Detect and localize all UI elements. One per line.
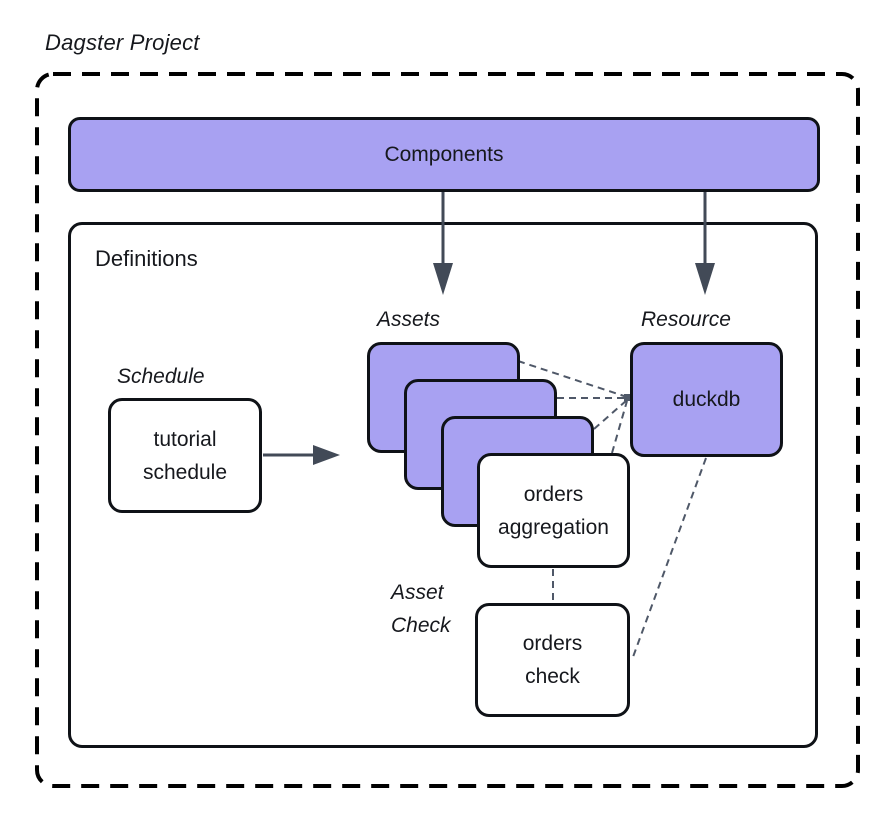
duckdb-node-label: duckdb (672, 388, 741, 411)
asset-check-section-label: Asset Check (391, 581, 451, 637)
schedule-section-label: Schedule (117, 365, 205, 388)
tutorial-schedule-node: tutorial schedule (108, 398, 262, 513)
orders-check-node: orders check (475, 603, 630, 717)
definitions-label: Definitions (95, 246, 198, 271)
components-node: Components (68, 117, 820, 192)
duckdb-resource-node: duckdb (630, 342, 783, 457)
components-node-label: Components (384, 142, 504, 166)
tutorial-schedule-node-label: tutorial schedule (142, 427, 228, 484)
orders-check-node-label: orders check (522, 632, 583, 688)
orders-aggregation-node: orders aggregation (477, 453, 630, 568)
diagram-title: Dagster Project (45, 30, 200, 55)
resource-section-label: Resource (641, 308, 731, 331)
assets-section-label: Assets (377, 308, 441, 331)
orders-aggregation-node-label: orders aggregation (498, 482, 609, 539)
